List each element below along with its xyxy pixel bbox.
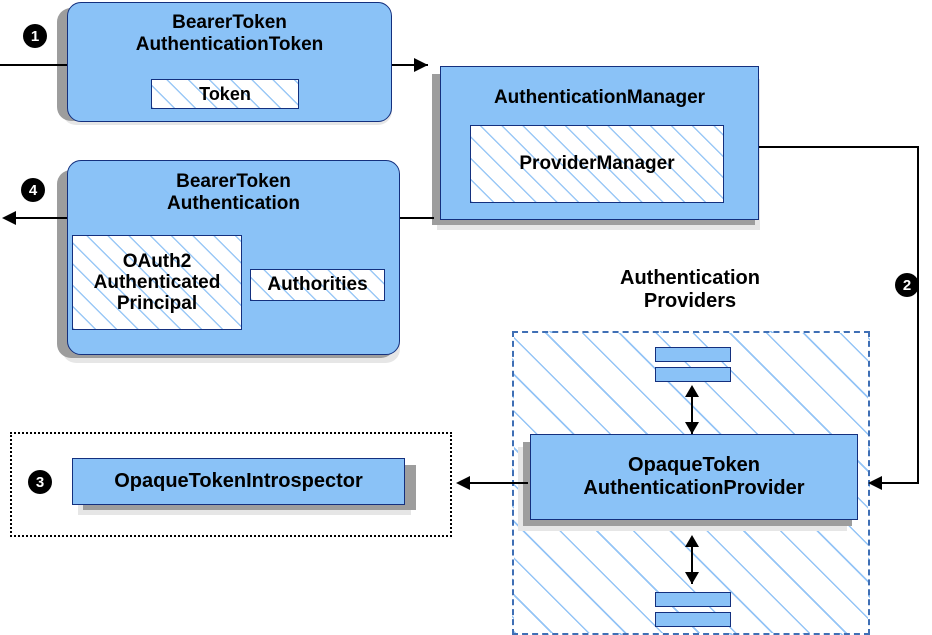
arrowhead-manager-to-provider: [868, 476, 882, 490]
compartment-provider-manager[interactable]: ProviderManager: [470, 125, 724, 203]
connector-provider-bottombars: [691, 543, 693, 584]
arrowhead-topbars-up: [685, 385, 699, 397]
compartment-oauth2-authenticated-principal[interactable]: OAuth2 Authenticated Principal: [72, 235, 242, 330]
connector-provider-to-introspector: [470, 482, 528, 484]
marker-1: 1: [23, 24, 47, 48]
node-opaque-token-introspector[interactable]: OpaqueTokenIntrospector: [72, 458, 405, 505]
node-opaque-token-authentication-provider[interactable]: OpaqueToken AuthenticationProvider: [530, 434, 858, 520]
node-authentication-manager-title: AuthenticationManager: [493, 87, 706, 108]
compartment-authorities[interactable]: Authorities: [250, 269, 385, 301]
marker-3: 3: [28, 470, 52, 494]
arrowhead-provider-to-introspector: [456, 476, 470, 490]
node-bearer-token-authentication-title: BearerToken Authentication: [167, 171, 300, 214]
arrowhead-bottombars-up: [685, 535, 699, 547]
connector-topbars-provider: [691, 393, 693, 434]
connector-manager-to-authentication: [394, 217, 434, 219]
mini-bar-top-1: [655, 347, 731, 362]
mini-bar-bottom-2: [655, 612, 731, 627]
connector-request-in: [0, 64, 80, 66]
mini-bar-bottom-1: [655, 592, 731, 607]
connector-manager-out-vertical: [917, 146, 919, 484]
mini-bar-top-2: [655, 367, 731, 382]
arrowhead-authentication-out: [2, 211, 16, 225]
connector-manager-out-bottom: [874, 482, 919, 484]
group-introspector: [10, 432, 452, 537]
connector-authentication-out: [14, 217, 70, 219]
node-opaque-token-authentication-provider-title: OpaqueToken AuthenticationProvider: [583, 454, 805, 499]
compartment-token[interactable]: Token: [151, 79, 299, 109]
node-opaque-token-introspector-title: OpaqueTokenIntrospector: [114, 470, 363, 492]
node-bearer-token-authentication-token-title: BearerToken AuthenticationToken: [135, 12, 324, 55]
label-authentication-providers: Authentication Providers: [620, 267, 760, 312]
marker-4: 4: [21, 178, 45, 202]
arrowhead-bottombars-down: [685, 572, 699, 584]
connector-token-to-manager: [380, 64, 428, 66]
connector-manager-out-top: [759, 146, 919, 148]
arrowhead-token-to-manager: [414, 58, 428, 72]
marker-2: 2: [895, 273, 919, 297]
arrowhead-topbars-down: [685, 422, 699, 434]
